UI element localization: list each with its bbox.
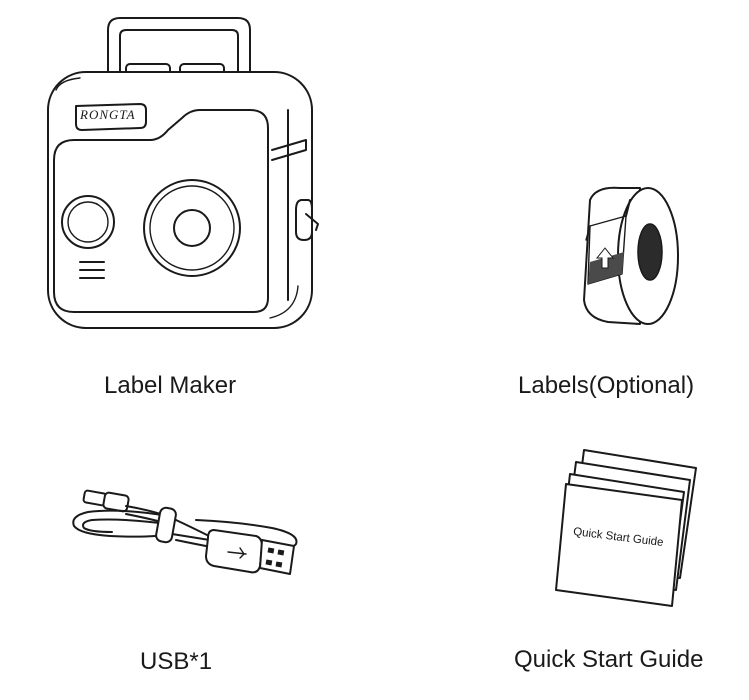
labels-caption: Labels(Optional)	[518, 372, 695, 399]
label-maker-caption: Label Maker	[104, 372, 237, 399]
quick-start-guide-caption: Quick Start Guide	[514, 646, 704, 673]
usb-caption: USB*1	[140, 648, 213, 675]
label-maker-brand: RONGTA	[80, 107, 136, 122]
